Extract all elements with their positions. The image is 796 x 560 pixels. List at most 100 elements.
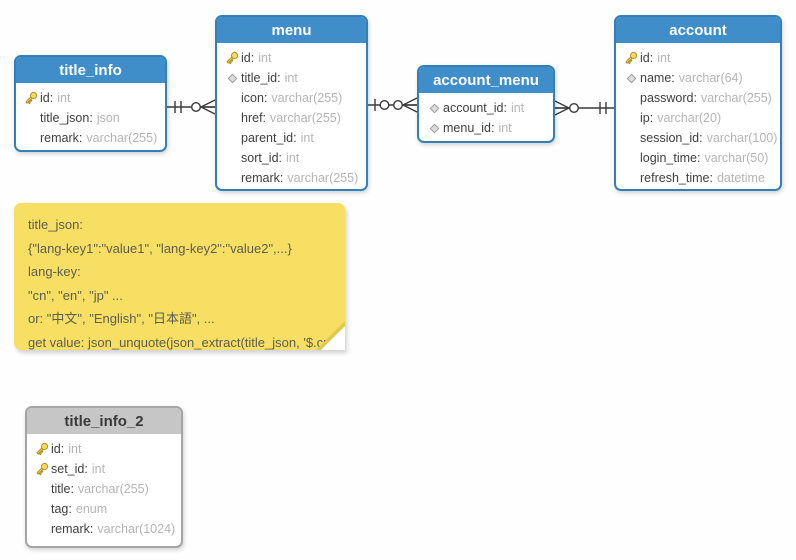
field-name: title (51, 482, 74, 496)
note-text: title_json: {"lang-key1":"value1", "lang-… (28, 213, 338, 354)
table-row[interactable]: login_timevarchar(50) (622, 148, 774, 168)
primary-key-icon (33, 461, 51, 477)
field-type: varchar(20) (657, 111, 722, 125)
table-row[interactable]: idint (22, 88, 159, 108)
field-name: session_id (640, 131, 703, 145)
field-type: int (510, 101, 525, 115)
table-fields: account_idintmenu_idint (419, 95, 553, 140)
field-name: password (640, 91, 697, 105)
table-row[interactable]: idint (223, 48, 360, 68)
table-row[interactable]: idint (622, 48, 774, 68)
note-line: get value: json_unquote(json_extract(tit… (28, 334, 338, 350)
field-type: varchar(100) (706, 131, 778, 145)
field-name: id (40, 91, 53, 105)
table-title: account_menu (419, 67, 553, 95)
note-line: "cn", "en", "jp" ... (28, 287, 123, 303)
field-name: id (241, 51, 254, 65)
table-title: title_info_2 (27, 408, 181, 436)
table-row[interactable]: sort_id int (223, 148, 360, 168)
field-type: varchar(255) (271, 91, 343, 105)
table-account[interactable]: accountidintnamevarchar(64)passwordvarch… (614, 15, 782, 191)
table-row[interactable]: parent_idint (223, 128, 360, 148)
field-name: sort_id (241, 151, 282, 165)
field-name: title_id (241, 71, 281, 85)
field-type: varchar(255) (700, 91, 772, 105)
field-name: title_json (40, 111, 93, 125)
field-type: int (286, 151, 300, 165)
field-name: set_id (51, 462, 88, 476)
table-row[interactable]: tagenum (33, 499, 175, 519)
table-row[interactable]: namevarchar(64) (622, 68, 774, 88)
index-icon (622, 72, 640, 85)
note-line: or: "中文", "English", "日本語", ... (28, 311, 215, 326)
field-name: href (241, 111, 266, 125)
index-icon (223, 72, 241, 85)
note-line: title_json: (28, 217, 83, 232)
table-row[interactable]: hrefvarchar(255) (223, 108, 360, 128)
index-icon (425, 102, 443, 115)
field-name: name (640, 71, 675, 85)
field-type: int (258, 51, 272, 65)
note-line: lang-key: (28, 264, 81, 279)
field-name: tag (51, 502, 72, 516)
field-type: enum (75, 502, 108, 516)
table-row[interactable]: title_jsonjson (22, 108, 159, 128)
table-row[interactable]: account_idint (425, 98, 547, 118)
note-line: {"lang-key1":"value1", "lang-key2":"valu… (28, 240, 292, 256)
table-row[interactable]: passwordvarchar(255) (622, 88, 774, 108)
field-type: varchar(255) (86, 131, 158, 145)
field-name: account_id (443, 101, 507, 115)
primary-key-icon (223, 50, 241, 66)
table-fields: idinttitle_jsonjsonremarkvarchar(255) (16, 85, 165, 150)
field-type: int (68, 442, 82, 456)
primary-key-icon (622, 50, 640, 66)
field-name: remark (40, 131, 82, 145)
table-row[interactable]: remarkvarchar(1024) (33, 519, 175, 539)
primary-key-icon (33, 441, 51, 457)
table-fields: idinttitle_idinticonvarchar(255)hrefvarc… (217, 45, 366, 189)
field-type: varchar(1024) (97, 522, 176, 536)
field-type: varchar(255) (77, 482, 149, 496)
field-name: remark (241, 171, 283, 185)
sticky-note-title-json[interactable]: title_json: {"lang-key1":"value1", "lang-… (14, 203, 345, 350)
table-title: account (616, 17, 780, 45)
primary-key-icon (22, 90, 40, 106)
relationship-account_menu-account[interactable] (554, 96, 614, 120)
field-type: int (657, 51, 671, 65)
table-row[interactable]: remarkvarchar(255) (223, 168, 360, 188)
field-name: refresh_time (640, 171, 713, 185)
table-title_info[interactable]: title_infoidinttitle_jsonjsonremarkvarch… (14, 55, 167, 152)
table-menu[interactable]: menuidinttitle_idinticonvarchar(255)href… (215, 15, 368, 191)
table-row[interactable]: remark varchar(255) (22, 128, 159, 148)
table-row[interactable]: menu_id int (425, 118, 547, 138)
field-name: icon (241, 91, 267, 105)
field-type: int (57, 91, 71, 105)
table-row[interactable]: title_idint (223, 68, 360, 88)
relationship-title_info-menu[interactable] (167, 95, 216, 119)
field-type: int (300, 131, 314, 145)
table-fields: idintnamevarchar(64)passwordvarchar(255)… (616, 45, 780, 189)
table-row[interactable]: refresh_timedatetime (622, 168, 774, 188)
table-title: menu (217, 17, 366, 45)
field-type: int (284, 71, 298, 85)
relationship-menu-account_menu[interactable] (368, 93, 418, 117)
field-name: ip (640, 111, 653, 125)
table-row[interactable]: set_idint (33, 459, 175, 479)
field-name: id (640, 51, 653, 65)
field-type: int (498, 121, 512, 135)
field-type: datetime (716, 171, 765, 185)
field-name: menu_id (443, 121, 494, 135)
table-fields: idintset_idinttitlevarchar(255)tagenumre… (27, 436, 181, 541)
index-icon (425, 122, 443, 135)
table-title_info_2[interactable]: title_info_2idintset_idinttitlevarchar(2… (25, 406, 183, 548)
table-row[interactable]: session_idvarchar(100) (622, 128, 777, 148)
table-row[interactable]: ip varchar(20) (622, 108, 774, 128)
table-row[interactable]: titlevarchar(255) (33, 479, 175, 499)
table-row[interactable]: icon varchar(255) (223, 88, 360, 108)
table-row[interactable]: idint (33, 439, 175, 459)
field-name: login_time (640, 151, 700, 165)
table-title: title_info (16, 57, 165, 85)
field-type: json (96, 111, 120, 125)
